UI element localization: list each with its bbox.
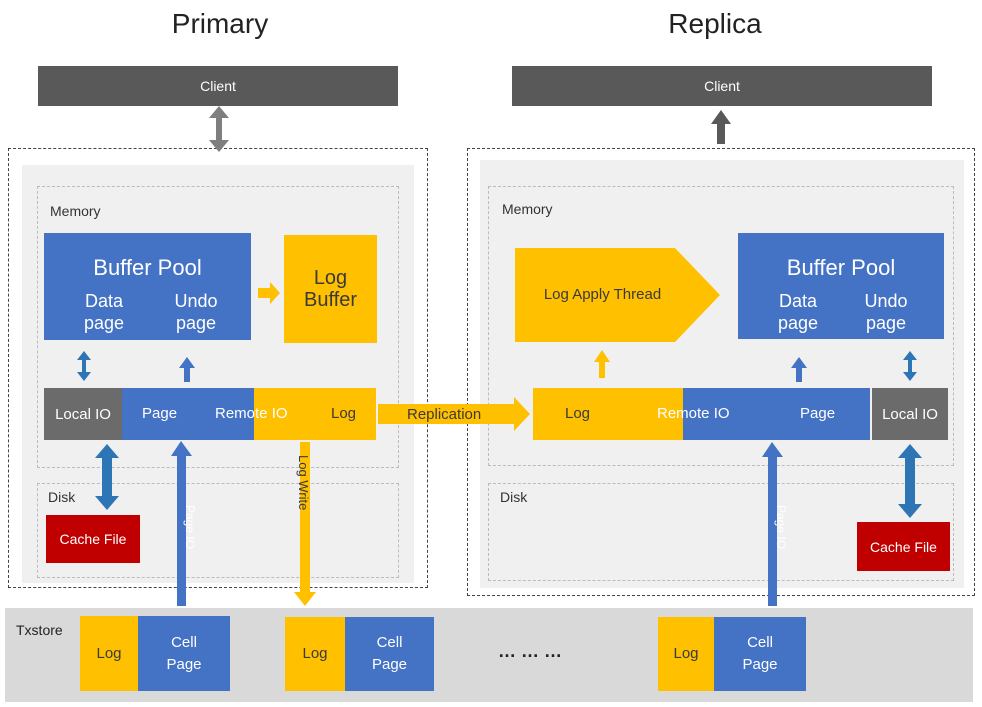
primary-client-arrow (209, 106, 229, 152)
txstore-ellipsis: … … … (498, 641, 563, 661)
replica-localio-bufferpool-arrow (903, 351, 917, 381)
log-apply-thread-label: Log Apply Thread (543, 286, 662, 303)
log-write-label: Log Write (296, 455, 311, 510)
log-buffer: Log Buffer (284, 235, 377, 343)
replica-node-boundary (467, 148, 975, 596)
page-label: Page (142, 405, 178, 422)
replication-arrow: Replication (378, 397, 530, 431)
cache-file-label: Cache File (870, 538, 937, 555)
replica-memory-label: Memory (502, 201, 553, 217)
primary-cachefile-arrow (95, 444, 119, 510)
cell-page-label: Cell Page (371, 634, 408, 673)
primary-page-segment: Page (122, 388, 254, 440)
replica-page-up-arrow (791, 357, 807, 382)
data-page-label: Data page (777, 291, 819, 333)
replica-page-segment: Page (683, 388, 870, 440)
replica-client: Client (512, 66, 932, 106)
txstore-log-3: Log (658, 617, 714, 691)
buffer-pool-title: Buffer Pool (786, 255, 896, 280)
replica-cache-file: Cache File (857, 522, 950, 571)
txstore-log-2: Log (285, 617, 345, 691)
primary-cache-file: Cache File (46, 515, 140, 563)
page-label: Page (800, 405, 836, 422)
primary-localio-bufferpool-arrow (77, 351, 91, 381)
cell-page-label: Cell Page (742, 634, 778, 673)
undo-page-label: Undo page (174, 291, 218, 333)
replica-disk-label: Disk (500, 489, 528, 505)
data-page-label: Data page (83, 291, 125, 333)
replica-disk-region (488, 483, 954, 581)
primary-memory-label: Memory (50, 203, 101, 219)
cache-file-label: Cache File (59, 531, 127, 547)
primary-page-io-arrow: Page IO (171, 441, 197, 606)
primary-title: Primary (171, 8, 269, 39)
log-label: Log (565, 405, 591, 422)
primary-disk-label: Disk (48, 489, 76, 505)
txstore-cell-page-3: Cell Page (714, 617, 806, 691)
primary-memory-region (37, 186, 399, 468)
replica-cachefile-arrow (898, 444, 922, 518)
replica-panel (480, 160, 964, 588)
replica-client-arrow (711, 110, 731, 144)
primary-remote-io-label: Remote IO (215, 405, 288, 422)
replica-remote-io-label: Remote IO (657, 405, 730, 422)
log-label: Log (96, 644, 122, 662)
txstore-cell-page-1: Cell Page (138, 616, 230, 691)
replication-label: Replication (407, 406, 481, 423)
page-io-label: Page IO (183, 505, 197, 549)
primary-local-io: Local IO (44, 388, 122, 440)
undo-page-label: Undo page (864, 291, 908, 333)
log-label: Log (331, 405, 357, 422)
log-label: Log (302, 645, 328, 662)
cell-page-label: Cell Page (166, 633, 202, 673)
log-buffer-label: Log Buffer (304, 267, 357, 311)
buffer-pool-title: Buffer Pool (93, 255, 202, 280)
log-label: Log (673, 645, 699, 662)
local-io-label: Local IO (882, 405, 938, 423)
replica-local-io: Local IO (872, 388, 948, 440)
log-apply-thread-shape (515, 248, 720, 342)
local-io-label: Local IO (55, 405, 111, 423)
bufferpool-to-logbuffer-arrow (258, 282, 280, 304)
txstore-log-1: Log (80, 616, 138, 691)
replica-log-to-apply-arrow (594, 350, 610, 378)
replica-memory-region (488, 186, 954, 466)
primary-page-up-arrow (179, 357, 195, 382)
replica-page-io-arrow: Page IO (762, 442, 788, 606)
page-io-label: Page IO (774, 505, 788, 549)
primary-client: Client (38, 66, 398, 106)
log-write-arrow: Log Write (294, 442, 316, 606)
log-apply-thread (515, 248, 720, 342)
txstore-label: Txstore (16, 622, 63, 638)
primary-log-segment: Log (254, 388, 376, 440)
replica-log-segment: Log (533, 388, 683, 440)
primary-disk-region (37, 483, 399, 578)
txstore-cell-page-2: Cell Page (345, 617, 434, 691)
replica-buffer-pool: Buffer Pool Data page Undo page (738, 233, 944, 339)
primary-buffer-pool: Buffer Pool Data page Undo page (44, 233, 251, 340)
replica-title: Replica (668, 8, 762, 39)
